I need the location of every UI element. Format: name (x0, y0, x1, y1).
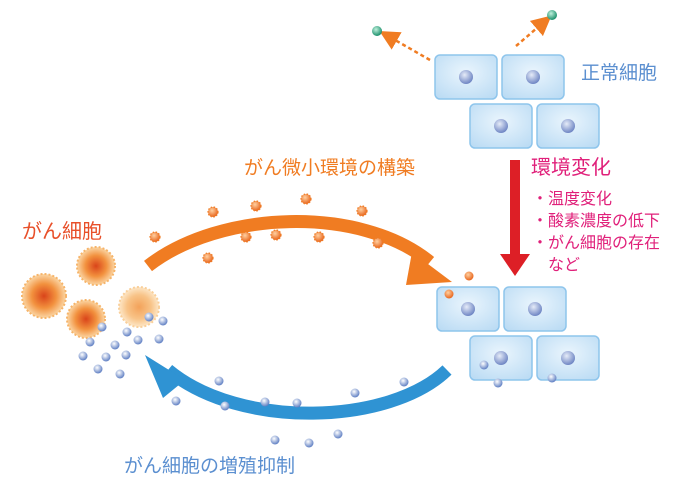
orange-signal-dots (149, 193, 384, 264)
cancer-cells-label: がん細胞 (22, 219, 102, 243)
condition-item: ・温度変化 (532, 189, 613, 208)
condition-item: ・酸素濃度の低下 (532, 211, 661, 230)
environment-change-arrow (500, 160, 530, 276)
molecule-dot (547, 10, 557, 20)
suppression-arrow (145, 355, 452, 420)
molecule-dot (372, 26, 382, 36)
normal-cells-label: 正常細胞 (581, 62, 658, 84)
blue-signal-dots (78, 312, 409, 448)
cancer-cell-cluster (21, 246, 160, 339)
normal-cell-cluster (434, 54, 600, 149)
condition-item: など (532, 255, 581, 274)
suppression-label: がん細胞の増殖抑制 (124, 455, 296, 477)
altered-cell-cluster (436, 271, 600, 388)
microenvironment-arrow (144, 215, 452, 285)
released-molecules (372, 10, 557, 62)
conditions-list: ・温度変化 ・酸素濃度の低下 ・がん細胞の存在 など (532, 188, 660, 276)
microenvironment-label: がん微小環境の構築 (244, 157, 416, 179)
environment-change-label: 環境変化 (531, 155, 611, 179)
condition-item: ・がん細胞の存在 (532, 233, 661, 252)
